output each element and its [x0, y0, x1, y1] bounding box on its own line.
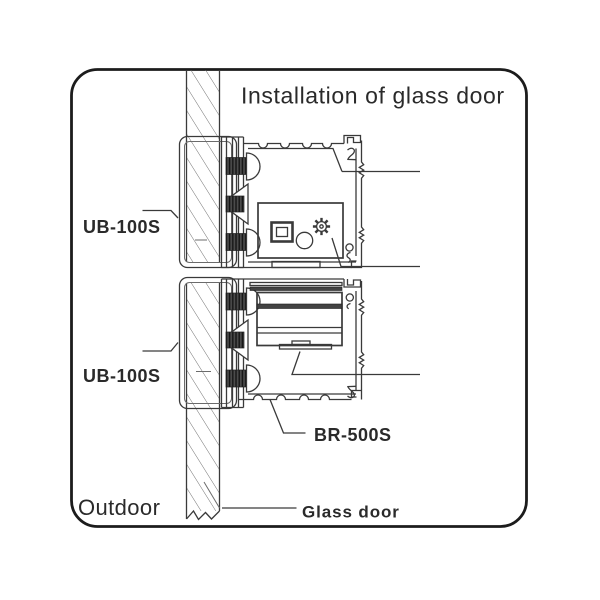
- glass-clamp-upper: [178, 135, 261, 269]
- clamp-bolt-bottom: [225, 364, 261, 393]
- rail-housing-upper: [238, 134, 365, 269]
- clamp-bolt-middle: [225, 182, 249, 226]
- clamp-bolt-bottom: [225, 228, 261, 257]
- label-ub100s-bottom: UB-100S: [83, 366, 161, 386]
- housing-notched-top: [243, 142, 344, 149]
- leader-clamp-bottom: [142, 342, 179, 352]
- leader-clamp-top: [142, 209, 179, 219]
- knob-circle: [295, 231, 314, 250]
- frame-border: [70, 68, 528, 528]
- label-br500s: BR-500S: [314, 425, 392, 445]
- roller-carriage: [249, 281, 343, 350]
- glass-panel-lower: [185, 283, 221, 521]
- gear-icon: [312, 217, 331, 236]
- rail-housing-lower: [238, 278, 365, 401]
- glass-panel-upper: [185, 70, 221, 262]
- leader-machine: [331, 237, 420, 268]
- housing-notched-bottom: [238, 394, 352, 401]
- track-hook: [343, 279, 362, 288]
- door-machine-box: [257, 202, 344, 259]
- switch-square: [270, 221, 294, 243]
- glass-break-edge: [186, 509, 220, 521]
- label-glass-door: Glass door: [302, 503, 400, 522]
- leader-carriage: [291, 351, 420, 376]
- leader-lines: [142, 170, 420, 509]
- glass-clamp-lower: [178, 276, 261, 410]
- leader-br500s: [269, 399, 306, 434]
- clamp-bolt-middle: [225, 318, 249, 362]
- page-title: Installation of glass door: [241, 83, 505, 109]
- label-ub100s-top: UB-100S: [83, 217, 161, 237]
- clamp-bolt-top: [225, 152, 261, 181]
- label-outdoor: Outdoor: [78, 495, 160, 520]
- track-hook: [343, 134, 362, 144]
